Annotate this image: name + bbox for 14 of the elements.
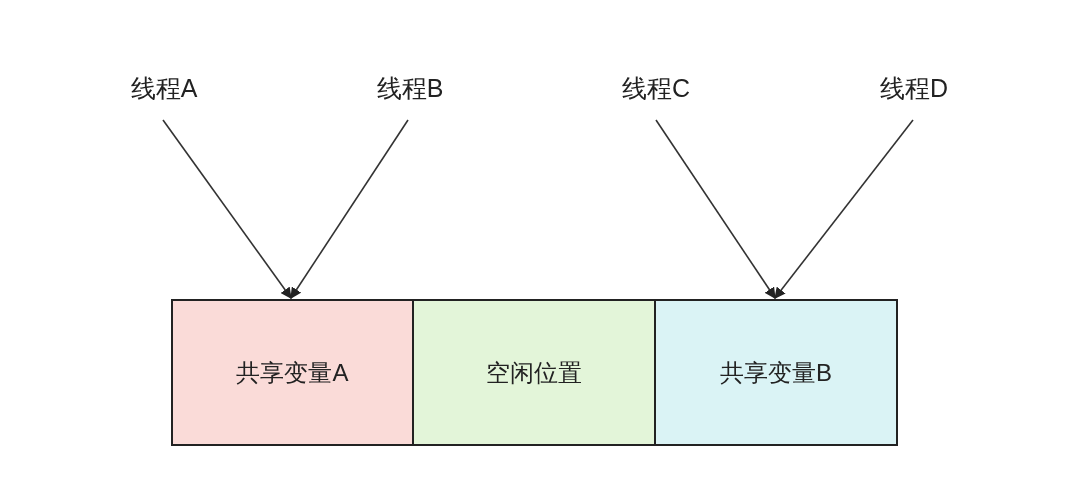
arrow [655,119,776,299]
memory-cell [654,299,898,446]
thread-label: 线程C [621,72,691,104]
cell-label: 共享变量A [236,357,349,388]
thread-label: 线程B [376,72,444,104]
cell-label: 空闲位置 [486,357,582,388]
cell-label: 共享变量B [720,357,832,388]
memory-cell [171,299,414,446]
arrow [290,119,409,299]
memory-cell [412,299,656,446]
arrow [774,119,914,299]
thread-label: 线程D [879,72,949,104]
thread-label: 线程A [130,72,198,104]
arrow [162,119,292,299]
